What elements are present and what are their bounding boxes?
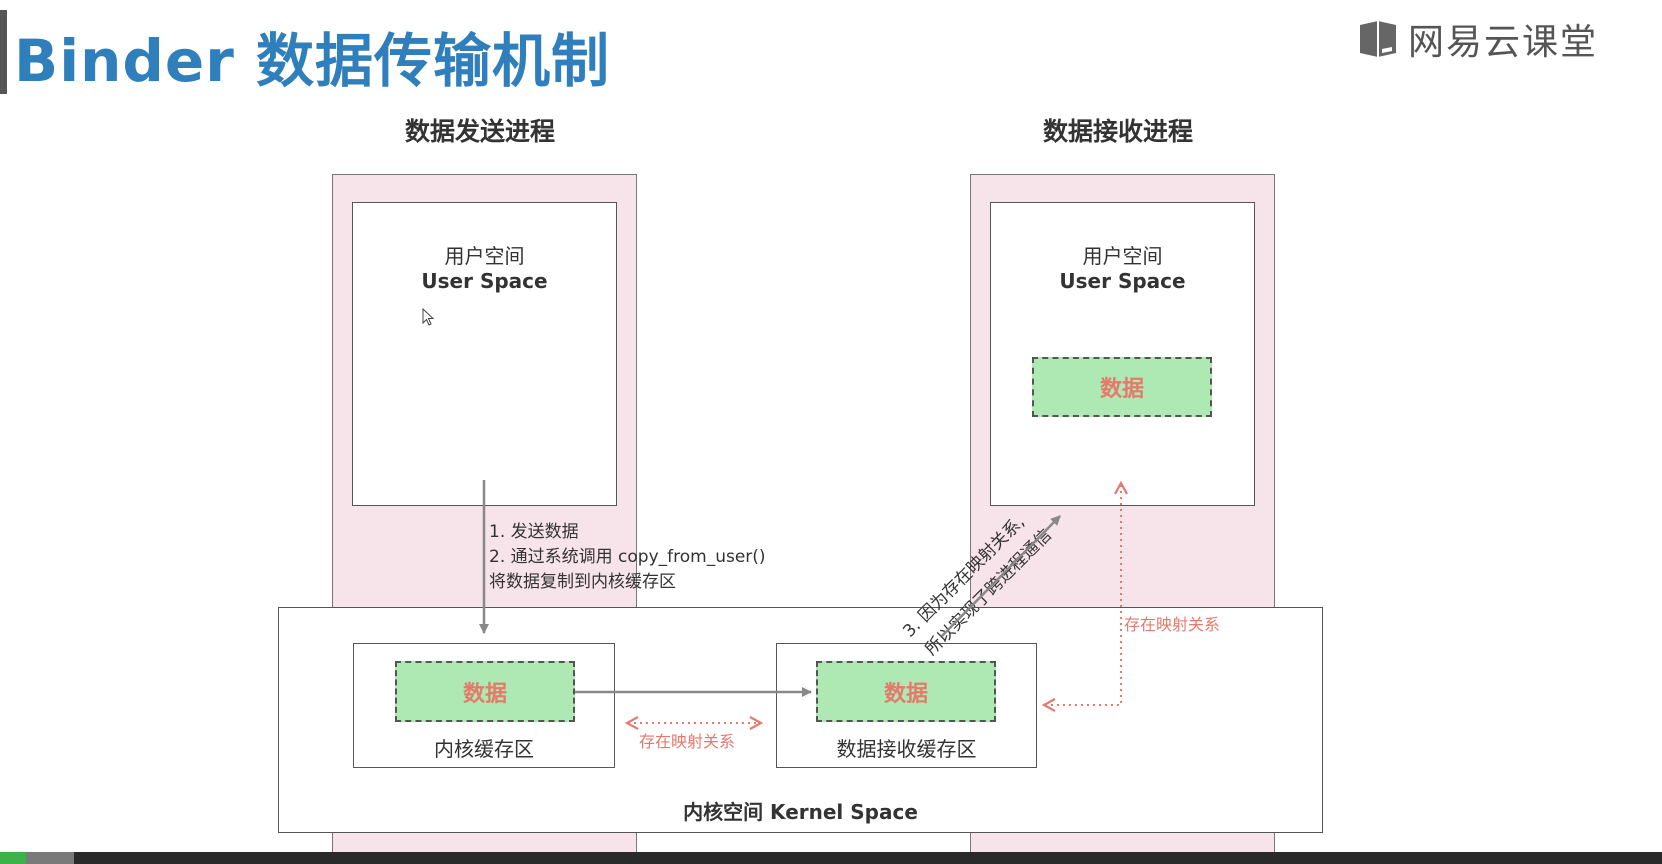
- sender-user-space-cn: 用户空间: [444, 244, 525, 268]
- receive-buffer-label: 数据接收缓存区: [836, 737, 977, 761]
- receiver-user-space-en: User Space: [1059, 269, 1186, 293]
- mouse-cursor-icon: [422, 308, 435, 326]
- kernel-space-label: 内核空间 Kernel Space: [683, 800, 918, 824]
- sender-user-space-en: User Space: [421, 269, 548, 293]
- receiver-user-space-cn: 用户空间: [1082, 244, 1163, 268]
- slide-accent-bar: [0, 10, 7, 94]
- receiver-data-block: 数据: [1032, 357, 1212, 417]
- sender-heading: 数据发送进程: [405, 117, 556, 146]
- receiver-user-space: [990, 202, 1255, 506]
- receive-buffer-data-block: 数据: [816, 661, 996, 722]
- progress-bar-buffer: [26, 852, 74, 864]
- page-title: Binder 数据传输机制: [14, 27, 611, 95]
- step1-note: 1. 发送数据: [489, 522, 579, 542]
- progress-bar-fill: [0, 852, 26, 864]
- kernel-buffer-label: 内核缓存区: [434, 737, 534, 761]
- mapping-label-bottom: 存在映射关系: [639, 732, 736, 751]
- logo-text: 网易云课堂: [1408, 22, 1599, 63]
- logo: 网易云课堂: [1356, 14, 1598, 64]
- progress-bar-track[interactable]: [0, 852, 1662, 864]
- receiver-heading: 数据接收进程: [1043, 117, 1194, 146]
- step2b-note: 将数据复制到内核缓存区: [489, 572, 676, 592]
- mapping-label-right: 存在映射关系: [1124, 615, 1221, 634]
- kernel-buffer-data-block: 数据: [395, 661, 575, 722]
- step2-note: 2. 通过系统调用 copy_from_user(): [489, 547, 766, 567]
- book-icon: [1360, 21, 1396, 57]
